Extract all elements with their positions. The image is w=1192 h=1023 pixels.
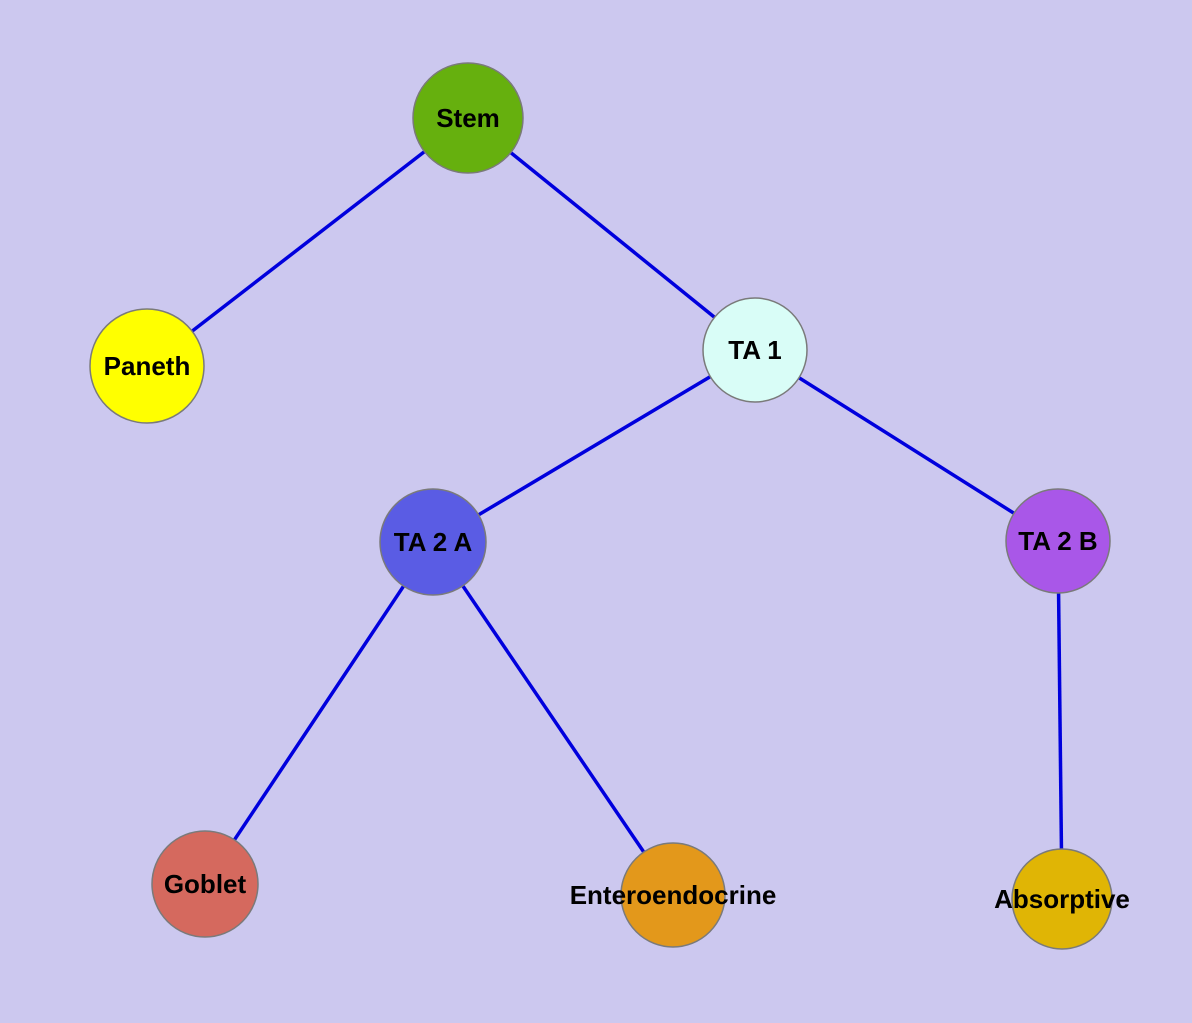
node-group-ta1: TA 1 — [702, 297, 808, 403]
node-absorptive[interactable] — [1011, 848, 1113, 950]
node-group-ta2b: TA 2 B — [1005, 488, 1111, 594]
node-ta1[interactable] — [702, 297, 808, 403]
node-goblet[interactable] — [151, 830, 259, 938]
node-stem[interactable] — [412, 62, 524, 174]
edge-ta1-ta2a — [432, 348, 756, 544]
edge-ta2a-goblet — [203, 541, 435, 885]
edge-ta2b-absorptive — [1056, 540, 1064, 900]
edge-ta1-ta2b — [754, 348, 1059, 543]
node-ta2b[interactable] — [1005, 488, 1111, 594]
edge-stem-ta1 — [466, 116, 757, 352]
node-group-stem: Stem — [412, 62, 524, 174]
node-group-paneth: Paneth — [89, 308, 205, 424]
edge-layer — [145, 116, 1064, 900]
edge-ta2a-enteroendocrine — [431, 541, 675, 896]
node-ta2a[interactable] — [379, 488, 487, 596]
node-paneth[interactable] — [89, 308, 205, 424]
node-enteroendocrine[interactable] — [620, 842, 726, 948]
node-group-goblet: Goblet — [151, 830, 259, 938]
edge-stem-paneth — [145, 116, 470, 368]
node-group-ta2a: TA 2 A — [379, 488, 487, 596]
